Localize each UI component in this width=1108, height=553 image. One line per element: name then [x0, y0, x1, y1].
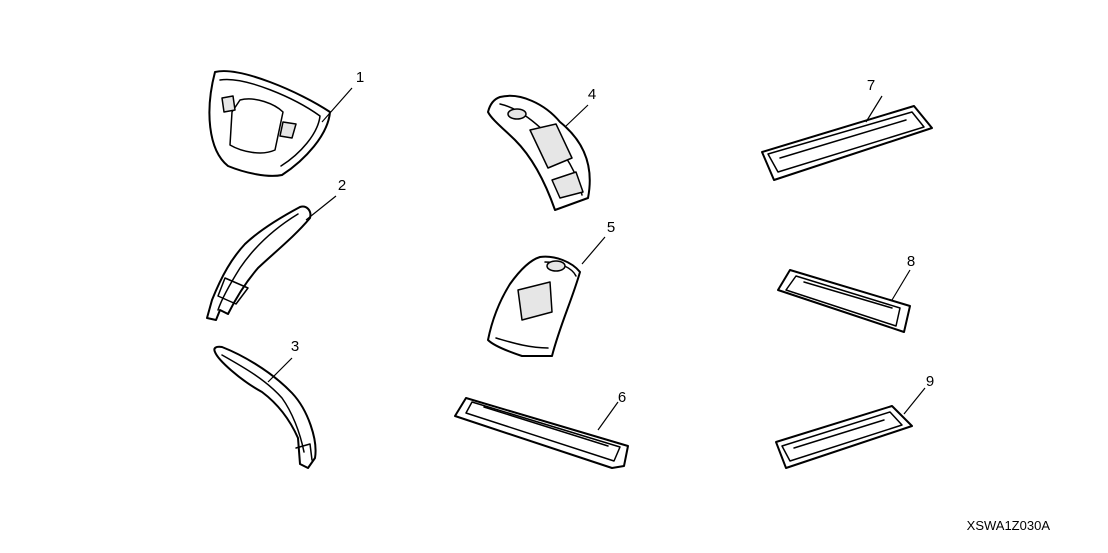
svg-text:2: 2 [338, 177, 346, 194]
svg-text:1: 1 [356, 69, 364, 86]
callout-7: 7 [865, 77, 883, 123]
svg-text:7: 7 [867, 77, 875, 94]
callout-8: 8 [891, 253, 915, 301]
svg-text:6: 6 [618, 389, 626, 406]
part-4-switch-panel[interactable] [487, 94, 591, 211]
svg-text:9: 9 [926, 373, 934, 390]
part-7-scuff-plate[interactable] [761, 105, 933, 181]
callout-1: 1 [321, 69, 364, 123]
part-5-switch-panel[interactable] [487, 255, 581, 357]
svg-text:3: 3 [291, 338, 299, 355]
svg-text:8: 8 [907, 253, 915, 270]
part-8-scuff-plate[interactable] [777, 269, 911, 333]
callout-4: 4 [565, 86, 596, 127]
svg-text:4: 4 [588, 86, 596, 103]
diagram-code: XSWA1Z030A [967, 518, 1051, 533]
part-6-sill-plate[interactable] [454, 397, 629, 469]
part-9-scuff-plate[interactable] [775, 405, 913, 469]
callout-6: 6 [597, 389, 626, 431]
callout-3: 3 [267, 338, 299, 383]
callout-2: 2 [305, 177, 346, 221]
part-3-side-trim[interactable] [213, 345, 317, 469]
svg-text:5: 5 [607, 219, 615, 236]
part-2-curved-trim[interactable] [206, 205, 312, 321]
callout-9: 9 [903, 373, 934, 415]
part-1-console-panel[interactable] [208, 70, 331, 177]
callout-5: 5 [581, 219, 615, 265]
